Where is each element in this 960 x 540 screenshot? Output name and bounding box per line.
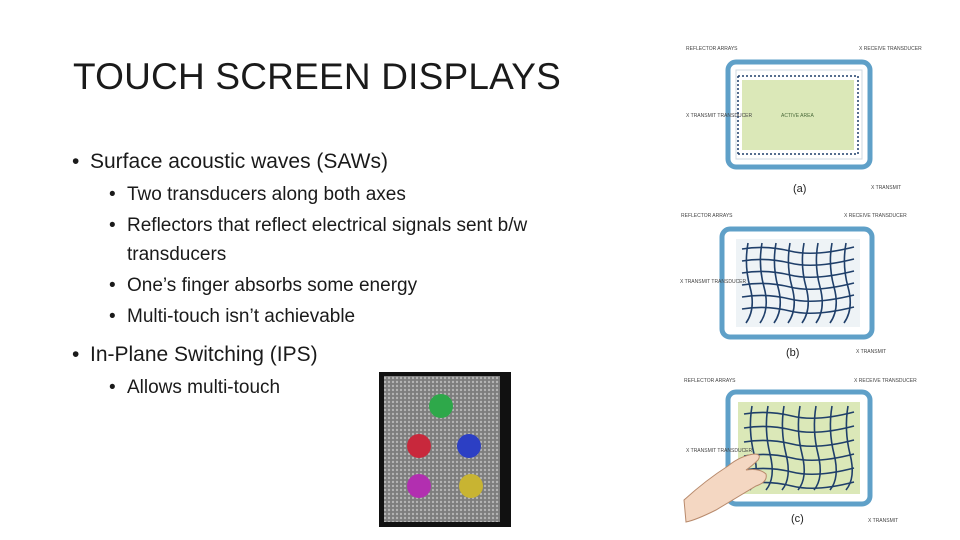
caption-b: (b): [786, 347, 799, 359]
label-x-transmit-transducer: X TRANSMIT TRANSDUCER: [686, 448, 753, 454]
label-x-receive: X RECEIVE TRANSDUCER: [844, 213, 907, 219]
label-x-transmit-transducer: X TRANSMIT TRANSDUCER: [680, 279, 747, 285]
label-x-receive: X RECEIVE TRANSDUCER: [859, 46, 922, 52]
sub-bullet: One’s finger absorbs some energy: [109, 271, 532, 300]
sub-bullet: Two transducers along both axes: [109, 180, 532, 209]
red-touch-blob: [407, 434, 431, 458]
label-x-transmit: X TRANSMIT: [868, 518, 898, 524]
slide-title: TOUCH SCREEN DISPLAYS: [73, 56, 562, 97]
label-active-area: ACTIVE AREA: [781, 113, 814, 119]
label-reflector-arrays: REFLECTOR ARRAYS: [684, 378, 736, 384]
blue-touch-blob: [457, 434, 481, 458]
caption-c: (c): [791, 513, 804, 525]
caption-a: (a): [793, 183, 806, 195]
bullet-ips: In-Plane Switching (IPS): [72, 343, 532, 367]
label-x-transmit: X TRANSMIT: [856, 349, 886, 355]
green-touch-blob: [429, 394, 453, 418]
sub-bullet: Multi-touch isn’t achievable: [109, 302, 532, 331]
label-x-transmit: X TRANSMIT: [871, 185, 901, 191]
ips-multitouch-image: [379, 372, 511, 527]
sub-bullet: Allows multi-touch: [109, 373, 532, 402]
label-x-receive: X RECEIVE TRANSDUCER: [854, 378, 917, 384]
magenta-touch-blob: [407, 474, 431, 498]
label-reflector-arrays: REFLECTOR ARRAYS: [686, 46, 738, 52]
label-x-transmit-transducer: X TRANSMIT TRANSDUCER: [686, 113, 753, 119]
sub-bullet: Reflectors that reflect electrical signa…: [109, 211, 532, 269]
finger-illustration: [683, 453, 767, 523]
saw-diagram-b: REFLECTOR ARRAYS X RECEIVE TRANSDUCER X …: [680, 213, 907, 359]
saw-diagram-a: REFLECTOR ARRAYS X RECEIVE TRANSDUCER AC…: [686, 46, 922, 195]
label-reflector-arrays: REFLECTOR ARRAYS: [681, 213, 733, 219]
bullet-saw: Surface acoustic waves (SAWs): [72, 150, 532, 174]
yellow-touch-blob: [459, 474, 483, 498]
bullet-list: Surface acoustic waves (SAWs) Two transd…: [72, 150, 532, 404]
saw-diagram-c: REFLECTOR ARRAYS X RECEIVE TRANSDUCER X …: [683, 378, 917, 525]
